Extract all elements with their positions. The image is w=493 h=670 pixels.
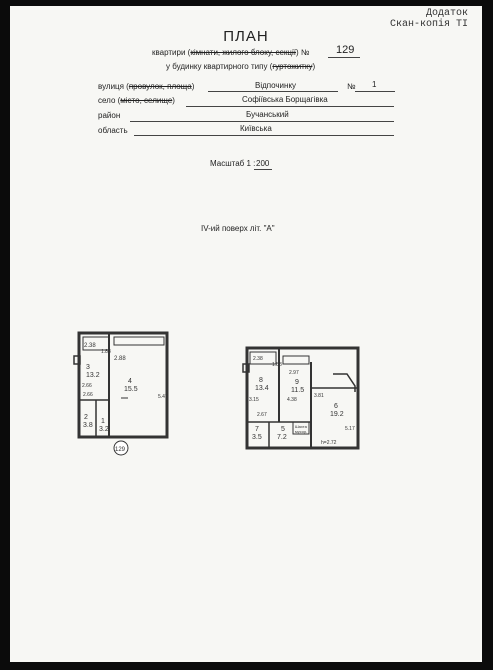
room-number: 2 [84, 414, 88, 421]
region-label: область [98, 126, 128, 135]
floor-plan-apartment-129: 2.38 1.88 2.88 2.66 2.66 5.47 3 13.2 4 1… [73, 331, 169, 456]
dim-label: 5.47 [158, 394, 168, 400]
scale-label: Масштаб 1 : [210, 159, 256, 168]
building-struck-option: гуртожитку [272, 62, 313, 71]
room-area: 3.2 [99, 426, 109, 433]
dim-label: 1.88 [272, 362, 282, 368]
dim-label: 2.38 [84, 343, 96, 349]
village-underline [186, 106, 394, 107]
room-number: 5 [281, 426, 285, 433]
corner-note-line2: Скан-копія ТІ [389, 19, 468, 30]
room-number: 9 [295, 379, 299, 386]
corner-note-line1: Додаток [425, 8, 468, 19]
shaft-label-1: Шахта [295, 424, 308, 429]
dim-label: 5.17 [345, 426, 355, 432]
room-number: 4 [128, 378, 132, 385]
room-area: 3.8 [83, 422, 93, 429]
dim-label: 2.66 [82, 383, 92, 389]
right-entrance-notch [242, 363, 250, 373]
room-area: 13.2 [86, 372, 100, 379]
left-entrance-notch [73, 355, 81, 365]
garbage-shaft [292, 421, 310, 435]
shaft-label-2: мусор. [295, 429, 307, 434]
balcony-left-b [113, 336, 165, 346]
dim-label: 2.67 [257, 412, 267, 418]
dim-label: 2.97 [289, 370, 299, 376]
scale-value: 200 [256, 159, 270, 168]
floor-label: IV-ий поверх літ. "А" [201, 224, 275, 233]
apartment-marker: 129 [115, 447, 126, 453]
dim-label: 4.38 [287, 397, 297, 403]
balcony-right-b [282, 355, 310, 365]
building-line: у будинку квартирного типу (гуртожитку) [166, 62, 315, 71]
street-underline [208, 91, 338, 92]
number-value: 1 [372, 80, 377, 89]
apartment-number: 129 [336, 44, 355, 56]
room-number: 7 [255, 426, 259, 433]
region-value: Київська [240, 124, 272, 133]
room-area: 11.5 [291, 387, 304, 394]
number-label: № [347, 82, 356, 91]
apt-struck-options: кімнати, жилого блоку, секції [190, 48, 297, 57]
district-value: Бучанський [246, 110, 289, 119]
ceiling-height: h=2.72 [321, 440, 337, 446]
apartment-number-underline [328, 57, 360, 58]
district-underline [130, 121, 394, 122]
bay-window [333, 373, 356, 392]
apartment-line: квартири (кімнати, жилого блоку, секції)… [152, 48, 309, 57]
room-area: 13.4 [255, 385, 269, 392]
building-suffix: ) [312, 62, 316, 71]
balcony-left-a [82, 336, 110, 351]
room-area: 19.2 [330, 411, 344, 418]
room-area: 15.5 [124, 386, 138, 393]
dim-label: 2.88 [114, 356, 126, 362]
apt-prefix: квартири ( [152, 48, 191, 57]
apt-suffix: ) № [296, 48, 310, 57]
dim-label: 2.38 [253, 356, 263, 362]
room-number: 1 [101, 418, 105, 425]
building-prefix: у будинку квартирного типу ( [166, 62, 273, 71]
document-sheet: Додаток Скан-копія ТІ ПЛАН квартири (кім… [10, 6, 482, 662]
apartment-marker-circle [113, 440, 129, 456]
room-number: 6 [334, 403, 338, 410]
scale-underline [254, 169, 272, 170]
right-outer-wall [245, 346, 360, 450]
left-outer-wall [77, 331, 169, 439]
street-label: вулиця (провулок, площа) [98, 82, 195, 91]
document-title: ПЛАН [223, 28, 269, 45]
village-label: село (місто, селище) [98, 96, 175, 105]
room-area: 7.2 [277, 434, 287, 441]
room-number: 8 [259, 377, 263, 384]
dim-label: 2.66 [83, 392, 93, 398]
dim-label: 1.88 [101, 349, 111, 355]
floor-plan-floor-overview: 2.38 1.88 2.97 3.15 4.38 2.67 3.81 5.17 … [242, 346, 360, 450]
village-value: Софіївська Борщагівка [242, 95, 328, 104]
balcony-right-a [249, 351, 277, 365]
dim-label: 3.15 [249, 397, 259, 403]
district-label: район [98, 111, 121, 120]
region-underline [134, 135, 394, 136]
room-area: 3.5 [252, 434, 262, 441]
street-value: Відпочинку [255, 81, 297, 90]
dim-label: 3.81 [314, 393, 324, 399]
number-underline [355, 91, 395, 92]
room-number: 3 [86, 364, 90, 371]
